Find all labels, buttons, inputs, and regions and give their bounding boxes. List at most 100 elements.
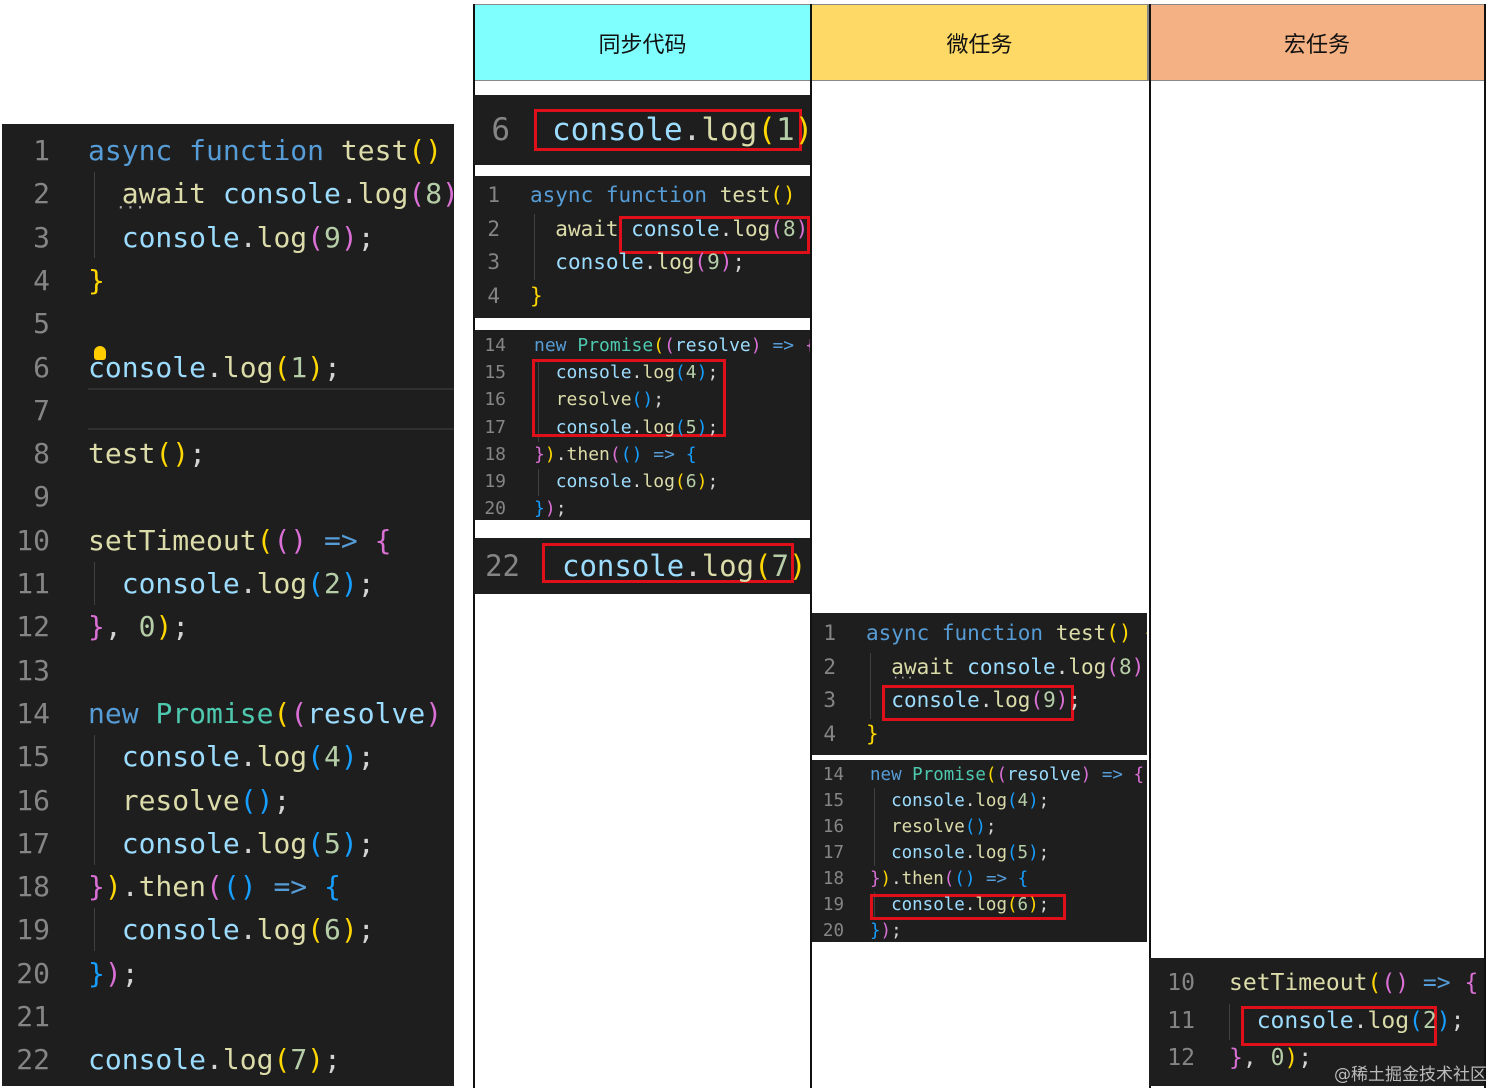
code-token: ;	[891, 921, 902, 941]
code-token: 2	[1422, 1007, 1437, 1034]
code-token: (	[1007, 895, 1018, 915]
code-line: console.log(2);	[88, 562, 375, 605]
code-token: console	[555, 250, 644, 274]
code-token: ;	[555, 498, 567, 520]
code-token: ;	[1144, 655, 1147, 679]
code-token: .	[891, 869, 902, 889]
code-token: then	[566, 443, 610, 465]
code-token: ;	[357, 740, 375, 774]
line-number: 5	[33, 307, 50, 341]
code-token: (	[307, 220, 325, 254]
line-number: 14	[16, 696, 50, 730]
code-token	[88, 221, 122, 254]
code-token: .	[631, 416, 643, 438]
code-token: log	[975, 895, 1007, 915]
code-token	[88, 740, 122, 773]
code-token: )	[696, 416, 708, 438]
code-line: await console.log(8);	[866, 651, 1147, 685]
code-token: resolve	[121, 783, 240, 817]
code-token	[1132, 621, 1145, 645]
line-number: 16	[484, 389, 506, 411]
lightbulb-icon[interactable]	[94, 346, 106, 360]
code-token: {	[1017, 869, 1029, 889]
code-token	[534, 362, 556, 383]
code-token: (	[256, 523, 274, 557]
code-token: )	[340, 740, 358, 774]
code-token	[870, 791, 891, 811]
code-token	[796, 183, 809, 207]
code-token: await	[121, 177, 207, 211]
code-token	[870, 843, 891, 863]
code-token: console	[891, 895, 965, 915]
code-token: }	[534, 498, 545, 520]
code-token: .	[239, 740, 257, 774]
code-token	[88, 567, 122, 600]
code-token: )	[307, 350, 325, 384]
highlight-box	[619, 216, 810, 254]
code-line: }).then(() => {	[534, 441, 697, 468]
code-token: (	[1106, 654, 1119, 679]
code-token: ;	[707, 362, 719, 384]
code-line: }).then(() => {	[870, 866, 1028, 892]
code-line: console.log(4);	[534, 359, 719, 386]
code-token: =>	[1101, 765, 1123, 785]
code-token: resolve	[1007, 765, 1081, 785]
code-token: )	[104, 956, 122, 990]
code-token: log	[256, 220, 308, 254]
code-token: )	[425, 696, 443, 730]
code-token: }	[88, 956, 105, 990]
code-line: }	[88, 259, 105, 302]
code-token	[139, 697, 156, 730]
code-token: log	[222, 1043, 274, 1077]
code-token: test	[719, 183, 771, 207]
header-micro-label: 微任务	[946, 32, 1013, 58]
code-token: ;	[808, 217, 810, 241]
code-token: (	[770, 216, 783, 241]
code-token: console	[967, 654, 1056, 679]
code-token: )	[340, 826, 358, 860]
code-token: (	[996, 765, 1008, 785]
code-token	[929, 621, 942, 645]
code-token: {	[1464, 970, 1479, 996]
code-token: (	[674, 362, 686, 384]
code-token: ;	[121, 956, 139, 990]
code-token: {	[808, 183, 810, 207]
indent-guide	[94, 735, 95, 865]
code-token: }	[870, 921, 881, 941]
line-number: 12	[16, 610, 50, 644]
code-token: async	[88, 134, 173, 167]
code-token: ;	[1038, 843, 1050, 863]
code-token: .	[239, 913, 257, 947]
code-token: )	[750, 335, 762, 356]
code-token: (	[754, 549, 772, 583]
code-token: ;	[357, 567, 375, 600]
code-token: log	[975, 791, 1007, 811]
code-token: Promise	[155, 696, 274, 730]
code-token: log	[1068, 654, 1107, 679]
code-token: ()	[222, 870, 257, 904]
code-token: console	[88, 1043, 207, 1077]
code-token: (	[307, 913, 325, 947]
code-token: .	[239, 826, 257, 860]
code-token: ;	[732, 250, 746, 274]
code-token: log	[256, 740, 308, 774]
code-token	[1451, 970, 1465, 996]
column-border-1	[810, 4, 812, 1088]
code-token	[530, 217, 555, 241]
code-token: (	[1007, 843, 1018, 863]
code-token: }	[866, 721, 879, 746]
code-token: setTimeout	[88, 523, 257, 557]
code-token: ()	[770, 183, 796, 207]
line-number: 15	[822, 791, 844, 811]
code-token: 0	[138, 610, 156, 644]
indent-guide	[874, 892, 875, 918]
highlight-box	[870, 894, 1066, 920]
line-number: 20	[16, 956, 50, 990]
code-token: ()	[1381, 970, 1410, 996]
code-token: log	[256, 826, 308, 860]
line-number: 3	[487, 250, 500, 274]
line-number: 17	[16, 826, 50, 860]
code-token: }	[88, 870, 105, 904]
